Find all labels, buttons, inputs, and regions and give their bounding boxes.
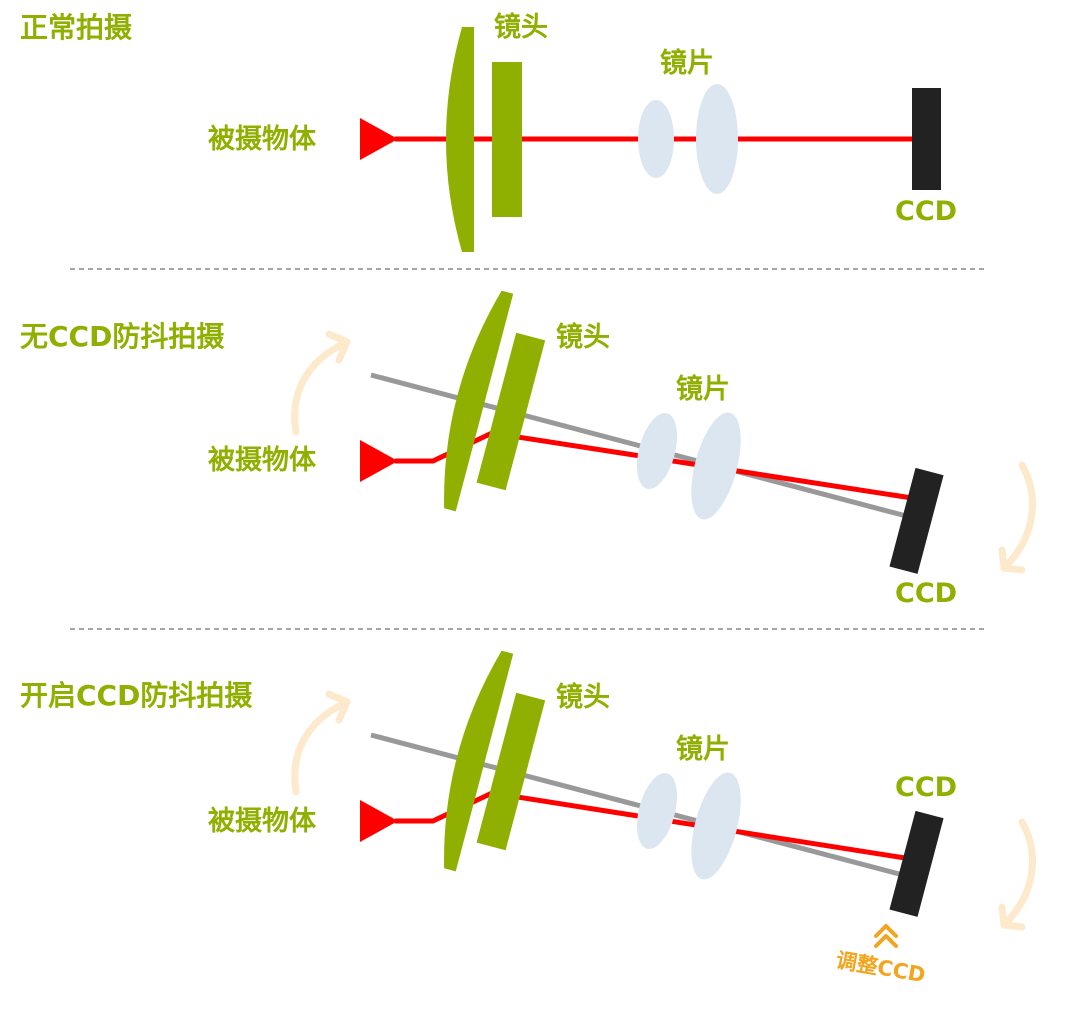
subject-triangle-icon bbox=[360, 440, 398, 482]
elements-label: 镜片 bbox=[660, 48, 714, 79]
rotate-arrow-head bbox=[325, 330, 351, 364]
rotate-arrow-icon bbox=[1001, 461, 1036, 571]
rotate-arrow-head bbox=[325, 690, 351, 724]
rotate-arrow-icon bbox=[291, 339, 349, 436]
elements-label: 镜片 bbox=[676, 374, 730, 405]
section-no-stabilization bbox=[291, 290, 1036, 574]
lens-element-large bbox=[691, 772, 741, 880]
double-chevron-up-icon bbox=[874, 924, 898, 948]
subject-triangle-icon bbox=[360, 118, 398, 160]
lens-label: 镜头 bbox=[556, 682, 610, 713]
subject-label: 被摄物体 bbox=[208, 124, 316, 155]
subject-label: 被摄物体 bbox=[208, 806, 316, 837]
rotate-arrow-head bbox=[998, 903, 1026, 931]
rotate-arrow-head bbox=[998, 546, 1026, 574]
lens-plate bbox=[476, 332, 546, 491]
lens-element-small bbox=[638, 100, 674, 178]
lens-label: 镜头 bbox=[494, 12, 548, 43]
rotate-arrow-icon bbox=[291, 699, 349, 796]
elements-label: 镜片 bbox=[676, 734, 730, 765]
lens-element-small bbox=[636, 773, 678, 849]
subject-label: 被摄物体 bbox=[208, 445, 316, 476]
ccd-sensor bbox=[889, 467, 944, 574]
ccd-label: CCD bbox=[895, 578, 958, 609]
front-lens bbox=[444, 290, 514, 512]
section-title: 开启CCD防抖拍摄 bbox=[20, 679, 253, 712]
section-title: 正常拍摄 bbox=[20, 11, 133, 44]
ccd-sensor bbox=[912, 88, 941, 190]
rotate-arrow-icon bbox=[1001, 818, 1036, 928]
ccd-label: CCD bbox=[895, 196, 958, 227]
lens-plate bbox=[476, 692, 546, 851]
lens-element-small bbox=[636, 413, 678, 489]
lens-element-large bbox=[696, 84, 738, 194]
ccd-sensor bbox=[889, 810, 944, 917]
lens-plate bbox=[492, 62, 522, 217]
front-lens bbox=[446, 27, 474, 252]
section-title: 无CCD防抖拍摄 bbox=[20, 320, 225, 353]
section-with-stabilization bbox=[291, 650, 1036, 948]
subject-triangle-icon bbox=[360, 800, 398, 842]
lens-element-large bbox=[691, 412, 741, 520]
front-lens bbox=[444, 650, 514, 872]
lens-label: 镜头 bbox=[556, 322, 610, 353]
section-normal bbox=[360, 27, 941, 252]
ccd-label: CCD bbox=[895, 772, 958, 803]
